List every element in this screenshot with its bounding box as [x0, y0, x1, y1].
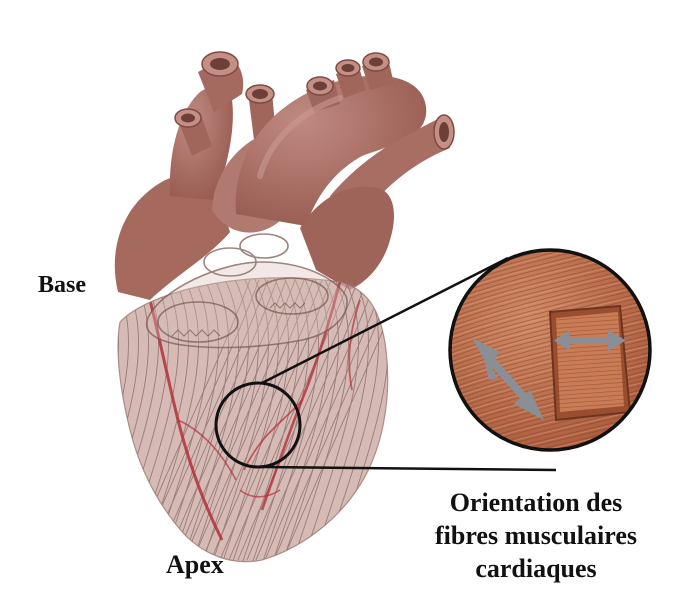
valve-ring-pulmonary: [240, 234, 288, 258]
fiber-line: [0, 270, 59, 570]
fiber-line: [0, 270, 39, 570]
fiber-line: [60, 270, 119, 570]
label-fiber-orientation: Orientation des fibres musculaires cardi…: [396, 486, 676, 585]
fiber-line: [0, 270, 9, 570]
tissue-sample-cut: [550, 306, 630, 420]
fiber-line: [10, 270, 69, 570]
fiber-line: [0, 270, 19, 570]
fiber-line: [20, 270, 79, 570]
fiber-line: [50, 270, 109, 570]
label-apex: Apex: [166, 550, 224, 580]
fiber-line: [70, 270, 129, 570]
fiber-line: [0, 270, 49, 570]
magnified-tissue: [440, 218, 660, 485]
label-base: Base: [38, 272, 86, 299]
label-line: cardiaques: [396, 552, 676, 585]
fiber-line: [30, 270, 89, 570]
label-line: fibres musculaires: [396, 519, 676, 552]
fiber-line: [40, 270, 99, 570]
fiber-line: [0, 270, 29, 570]
label-line: Orientation des: [396, 486, 676, 519]
